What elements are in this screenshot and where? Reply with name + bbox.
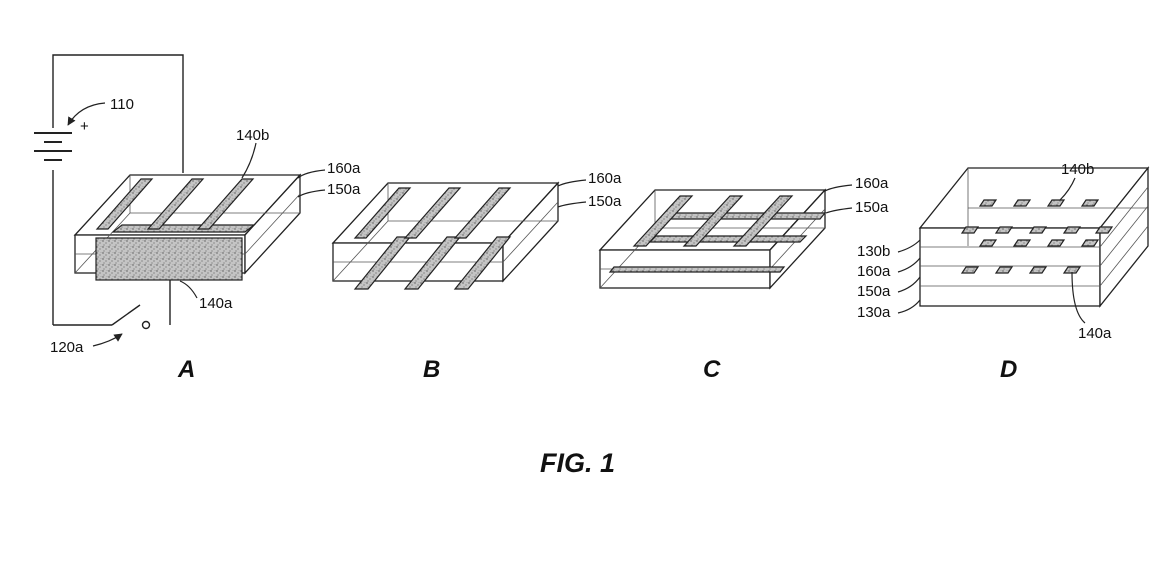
label-plus: + xyxy=(80,118,89,135)
pads-140b xyxy=(960,199,1114,234)
electrode-b-top-2 xyxy=(403,187,462,239)
panel-label-c: C xyxy=(703,356,721,383)
leader-b-150a xyxy=(557,201,587,208)
label-b-150a: 150a xyxy=(588,193,622,210)
leader-c-150a xyxy=(825,207,853,214)
label-d-140b: 140b xyxy=(1061,161,1094,178)
leader-d-150a xyxy=(897,276,921,293)
label-d-130a: 130a xyxy=(857,304,891,321)
label-150a: 150a xyxy=(327,181,361,198)
leader-b-160a xyxy=(557,179,587,187)
electrode-b-top-1 xyxy=(353,187,412,239)
wire-top xyxy=(52,54,184,173)
electrode-c-top-1 xyxy=(632,195,694,247)
leader-140a xyxy=(179,280,198,299)
leader-140b xyxy=(241,142,257,179)
label-d-160a: 160a xyxy=(857,263,891,280)
leader-160a xyxy=(297,169,326,179)
panel-a: 110 + 140b 160a 150a 140a 120a A xyxy=(34,54,361,383)
switch-contact xyxy=(141,320,151,330)
label-140b: 140b xyxy=(236,127,269,144)
leader-d-140a xyxy=(1071,271,1086,324)
electrode-c-top-3 xyxy=(732,195,794,247)
label-110: 110 xyxy=(110,96,134,113)
label-160a: 160a xyxy=(327,160,361,177)
electrode-b-bottom-3 xyxy=(453,236,512,290)
electrode-b-top-3 xyxy=(453,187,512,239)
figure-title: FIG. 1 xyxy=(540,448,615,478)
label-b-160a: 160a xyxy=(588,170,622,187)
label-d-130b: 130b xyxy=(857,243,890,260)
panel-d: 140b 130b 160a 150a 130a 140a D xyxy=(857,161,1150,383)
panel-label-b: B xyxy=(423,356,440,383)
leader-d-130a xyxy=(897,299,921,314)
panel-c: 160a 150a C xyxy=(598,175,889,383)
electrode-c-mid-1 xyxy=(648,235,808,243)
electrode-c-mid-2 xyxy=(666,212,827,220)
switch-lever xyxy=(111,304,141,326)
battery-icon xyxy=(34,132,72,161)
leader-d-160a xyxy=(897,257,921,273)
label-120a: 120a xyxy=(50,339,84,356)
electrode-c-bottom xyxy=(608,266,786,273)
pads-140a xyxy=(960,239,1100,274)
electrode-c-top-2 xyxy=(682,195,744,247)
electrode-140b-3 xyxy=(196,178,255,230)
electrode-140a xyxy=(95,237,243,281)
leader-150a xyxy=(297,189,326,198)
electrode-140a-top xyxy=(111,224,256,233)
label-c-160a: 160a xyxy=(855,175,889,192)
arrow-120a xyxy=(92,333,123,347)
electrode-140b-1 xyxy=(95,178,154,230)
label-d-150a: 150a xyxy=(857,283,891,300)
leader-c-160a xyxy=(824,184,853,192)
panel-label-d: D xyxy=(1000,356,1017,383)
leader-d-130b xyxy=(897,239,921,253)
label-140a: 140a xyxy=(199,295,233,312)
panel-label-a: A xyxy=(177,356,195,383)
label-d-140a: 140a xyxy=(1078,325,1112,342)
arrow-110 xyxy=(67,102,106,126)
label-c-150a: 150a xyxy=(855,199,889,216)
leader-d-140b xyxy=(1059,177,1076,201)
electrode-140b-2 xyxy=(146,178,205,230)
panel-b: 160a 150a B xyxy=(331,170,622,383)
